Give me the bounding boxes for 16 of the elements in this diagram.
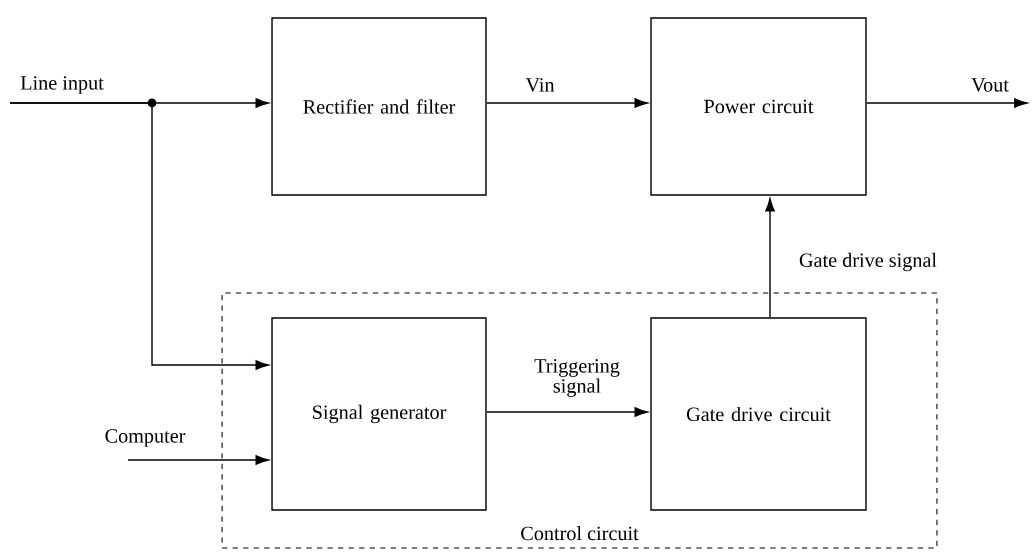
- edge-label: Triggering signal: [527, 357, 627, 399]
- block-box: Signal generator: [271, 317, 487, 511]
- arrow: [486, 407, 648, 417]
- block-box: Rectifier and filter: [271, 17, 487, 196]
- arrow: [866, 98, 1028, 108]
- arrow: [9, 102, 269, 370]
- arrow: [486, 98, 648, 108]
- edge-label: Vout: [969, 76, 1011, 94]
- arrow: [127, 455, 269, 465]
- edge-label: Line input: [18, 74, 106, 96]
- block-box: Power circuit: [650, 17, 867, 196]
- edge-label: Computer: [102, 427, 188, 449]
- edge-label: Vin: [523, 76, 557, 94]
- edge-label: Gate drive signal: [797, 251, 939, 273]
- arrow: [765, 198, 775, 319]
- block-box: Gate drive circuit: [650, 317, 867, 511]
